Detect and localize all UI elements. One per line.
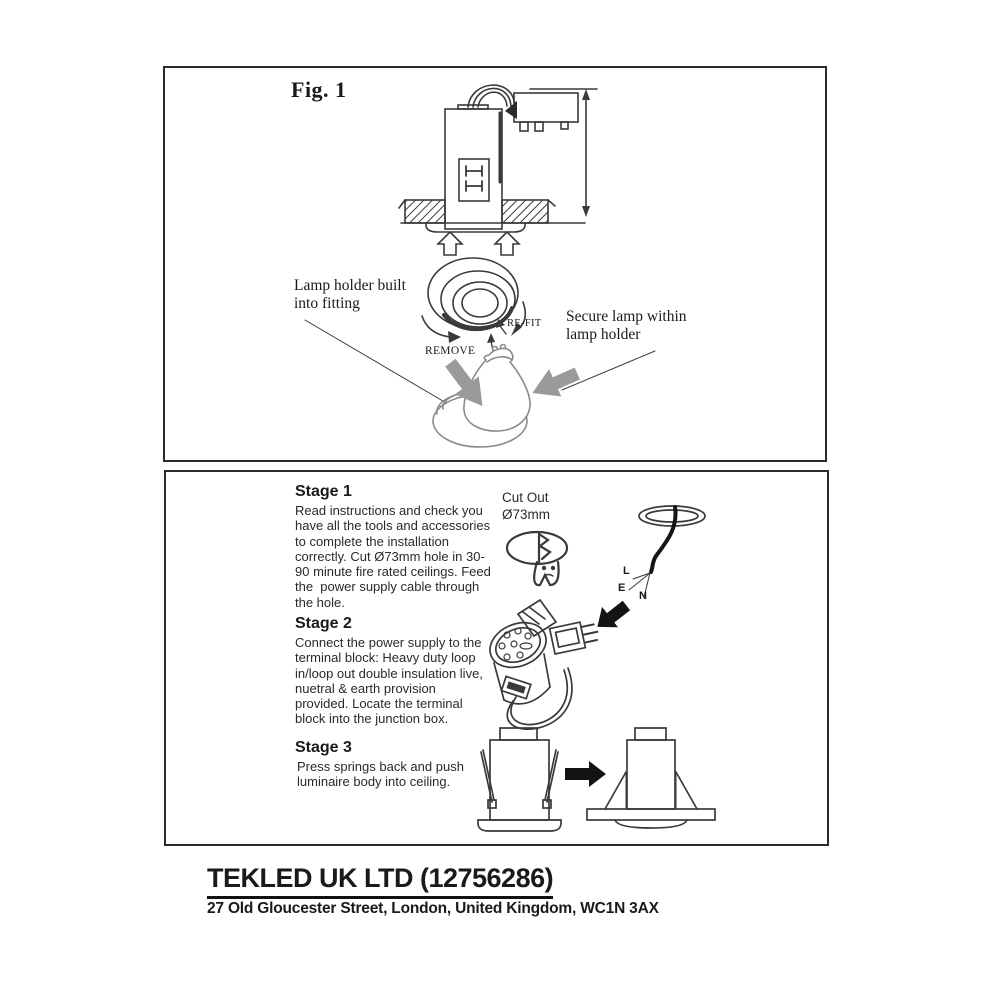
press-arrow-right xyxy=(532,367,580,397)
wire-live-label: L xyxy=(623,565,630,577)
luminaire-springs-up-diagram xyxy=(477,727,562,832)
company-address: 27 Old Gloucester Street, London, United… xyxy=(207,900,659,917)
up-arrows xyxy=(436,230,521,256)
junction-box xyxy=(513,92,579,132)
terminal-block xyxy=(548,621,599,656)
label-refit: RE-FIT xyxy=(507,318,542,329)
stage1-body: Read instructions and check you have all… xyxy=(295,503,491,610)
wire-loop-2 xyxy=(506,667,573,730)
stage1-heading: Stage 1 xyxy=(295,483,352,500)
wire-neutral-label: N xyxy=(639,590,647,602)
stages-diagrams xyxy=(477,505,716,832)
bezel-profile xyxy=(425,222,526,233)
ceiling-hole-cable-diagram xyxy=(628,505,706,598)
press-arrow-left xyxy=(445,358,483,407)
fig1-diagram xyxy=(304,84,656,448)
fig1-title: Fig. 1 xyxy=(291,77,347,102)
ceiling-section xyxy=(398,199,586,233)
label-secure-lamp: Secure lamp within lamp holder xyxy=(566,308,687,343)
gu10-lamp-and-holder xyxy=(432,343,580,448)
terminal-block-diagram xyxy=(489,598,599,730)
label-remove: REMOVE xyxy=(425,345,476,357)
stage2-heading: Stage 2 xyxy=(295,615,352,632)
stages-panel: Stage 1 Read instructions and check you … xyxy=(164,470,829,846)
fire-rating-symbol xyxy=(465,165,483,192)
feed-arrow xyxy=(597,600,631,628)
stage3-heading: Stage 3 xyxy=(295,739,352,756)
dimension-arrow xyxy=(529,88,598,217)
wire-earth-label: E xyxy=(618,582,626,594)
fig1-panel: Fig. 1 Lamp holder built into fitting Se… xyxy=(163,66,827,462)
rotation-arrows xyxy=(421,301,527,343)
cutout-label: Cut Out Ø73mm xyxy=(502,490,551,522)
company-name: TEKLED UK LTD (12756286) xyxy=(207,863,554,899)
leader-secure-lamp xyxy=(561,350,656,391)
lamp-holder-holes xyxy=(498,627,533,661)
stage3-body: Press springs back and push luminaire bo… xyxy=(297,759,464,790)
push-arrow xyxy=(565,761,606,787)
spring-strap xyxy=(516,598,558,638)
label-lamp-holder: Lamp holder built into fitting xyxy=(294,277,406,312)
cutout-tool-diagram xyxy=(505,530,569,587)
loop-cable xyxy=(467,84,517,119)
bezel-ring-3d xyxy=(427,257,519,332)
gu10-lamp xyxy=(463,343,531,432)
wire-loop xyxy=(510,669,568,726)
leader-lamp-holder xyxy=(304,319,449,405)
luminaire-installed-diagram xyxy=(586,727,716,829)
downlight-can xyxy=(444,104,503,230)
label-patch xyxy=(500,675,532,700)
stage2-body: Connect the power supply to the terminal… xyxy=(295,635,483,727)
